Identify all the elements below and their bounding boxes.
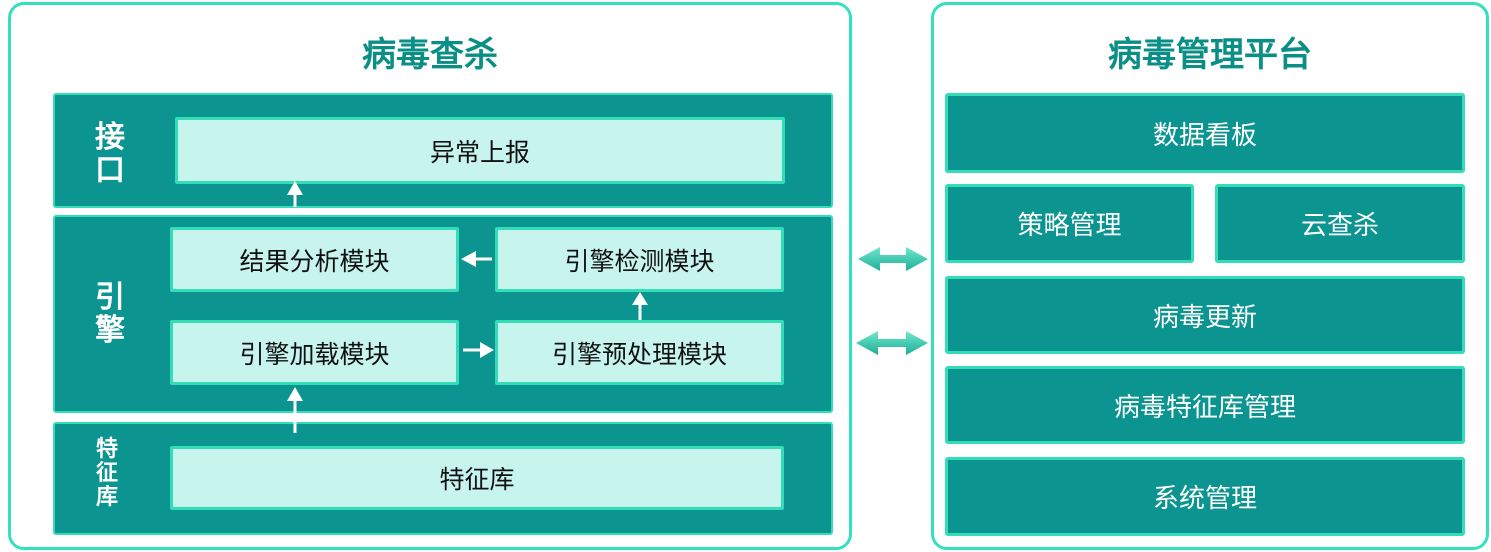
layer-label: 特征库 [95,437,118,511]
module-exception-report: 异常上报 [175,117,785,184]
panel-title: 病毒查杀 [362,35,498,75]
item-policy-management: 策略管理 [945,184,1194,263]
double-arrow-icon [856,331,928,355]
item-signature-db-management: 病毒特征库管理 [945,366,1465,444]
layer-label: 接口 [95,120,125,188]
panel-title: 病毒管理平台 [1108,35,1312,75]
item-dashboard: 数据看板 [945,93,1465,173]
item-virus-update: 病毒更新 [945,276,1465,354]
item-system-management: 系统管理 [945,457,1465,536]
module-engine-preprocess: 引擎预处理模块 [495,320,784,385]
layer-label: 引擎 [95,280,125,348]
module-result-analysis: 结果分析模块 [170,227,459,292]
module-engine-loading: 引擎加载模块 [170,320,459,385]
module-signature-db: 特征库 [170,446,784,510]
item-cloud-scan: 云查杀 [1215,184,1465,263]
module-engine-detection: 引擎检测模块 [495,227,784,292]
double-arrow-icon [858,247,928,271]
